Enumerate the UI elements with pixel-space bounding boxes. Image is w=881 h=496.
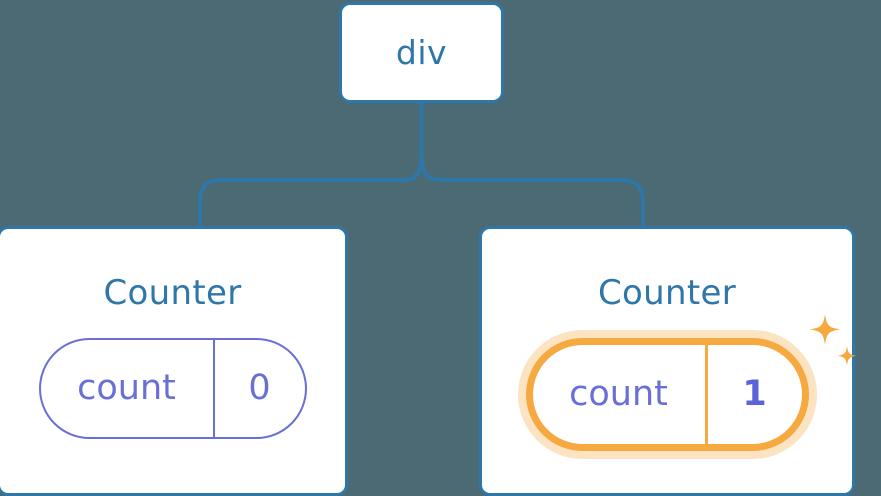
sparkle-small-icon (837, 346, 856, 366)
state-pill-wrapper-left: count 0 (38, 338, 307, 439)
node-counter-right-label: Counter (598, 273, 736, 313)
node-counter-left-label: Counter (103, 273, 242, 313)
node-counter-right[interactable]: Counter count 1 (479, 226, 856, 496)
state-pill-right-key: count (533, 345, 708, 444)
sparkles-group (809, 314, 856, 366)
state-pill-wrapper-right: count 1 (525, 314, 856, 451)
connector-branch-left (198, 149, 424, 228)
connector-branch-right (419, 149, 645, 228)
state-pill-right[interactable]: count 1 (525, 338, 809, 451)
state-pill-left-value: 0 (248, 368, 271, 408)
node-div[interactable]: div (339, 2, 504, 103)
node-counter-left[interactable]: Counter count 0 (0, 226, 348, 496)
state-pill-left-key: count (41, 340, 215, 437)
node-div-label: div (395, 33, 448, 72)
state-pill-left[interactable]: count 0 (38, 338, 307, 439)
state-pill-right-value: 1 (742, 374, 767, 414)
sparkle-icon (809, 314, 840, 345)
